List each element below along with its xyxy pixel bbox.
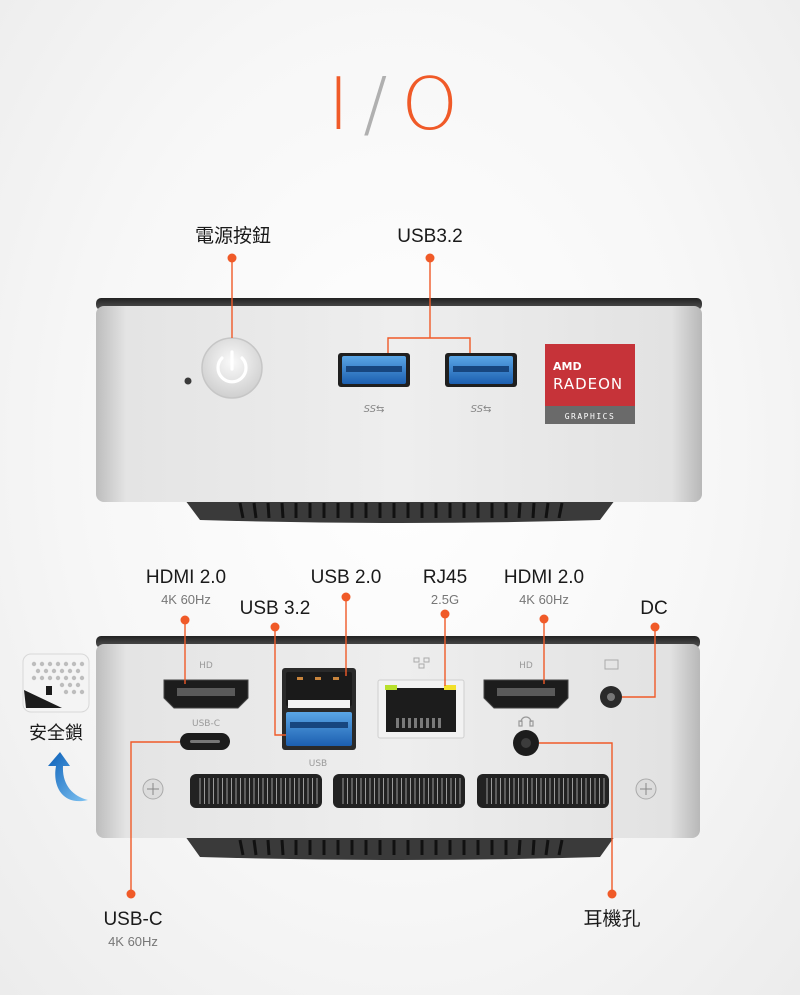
svg-text:AMD: AMD [553, 360, 582, 373]
front-callouts [231, 258, 471, 353]
hdmi2-label: HDMI 2.0 [504, 567, 584, 588]
dc-icon [604, 659, 619, 670]
usb-port-front-2[interactable] [445, 353, 517, 387]
hd-mark-1: HD [199, 661, 213, 671]
hdmi-port-2[interactable] [483, 679, 569, 709]
usbc-label: USB-C [103, 909, 162, 930]
headphone-icon [518, 716, 534, 727]
rj45-label: RJ45 [423, 567, 467, 588]
usbc-mark: USB-C [192, 719, 220, 729]
usb-3-2-port[interactable] [286, 712, 352, 746]
dc-label: DC [640, 598, 667, 619]
screw-left [142, 778, 164, 800]
usbc-spec: 4K 60Hz [108, 934, 158, 949]
rear-vent-right [477, 774, 609, 808]
headphone-label: 耳機孔 [583, 908, 640, 930]
usb32-callout-dot [425, 253, 435, 263]
hd-mark-2: HD [519, 661, 533, 671]
hdmi1-label: HDMI 2.0 [146, 567, 226, 588]
front-bottom-base [185, 500, 615, 523]
front-panel: SS⇆ SS⇆ AMD RADEON GRAPHICS [96, 298, 702, 523]
screw-right [635, 778, 657, 800]
lock-arrow-icon [48, 752, 88, 802]
usb-port-front-1[interactable] [338, 353, 410, 387]
rear-bottom-base [185, 836, 615, 860]
rear-callouts [130, 598, 656, 893]
usb-c-port[interactable] [180, 733, 230, 750]
rj45-port[interactable] [377, 679, 465, 739]
security-lock-label: 安全鎖 [29, 723, 83, 744]
usb-2-0-port[interactable] [286, 672, 352, 708]
hdmi2-spec: 4K 60Hz [519, 592, 569, 607]
rj45-spec: 2.5G [431, 592, 459, 607]
usb32-front-label: USB3.2 [397, 226, 462, 247]
svg-text:GRAPHICS: GRAPHICS [565, 412, 616, 421]
power-icon [216, 350, 248, 384]
usb32-rear-label: USB 3.2 [240, 598, 311, 619]
rear-base-vents [238, 839, 564, 856]
rear-callout-dots [126, 592, 660, 899]
amd-radeon-badge: AMD RADEON GRAPHICS [545, 344, 635, 424]
usb-mark: USB [309, 759, 327, 769]
hdmi1-spec: 4K 60Hz [161, 592, 211, 607]
status-led [184, 377, 192, 385]
front-base-vents [238, 502, 564, 519]
power-callout-dot [227, 253, 237, 263]
rear-vent-middle [333, 774, 465, 808]
page-title: I/O [327, 62, 473, 146]
hdmi-port-1[interactable] [163, 679, 249, 709]
superspeed-mark-1: SS⇆ [364, 404, 385, 415]
rear-vent-left [190, 774, 322, 808]
dc-jack[interactable] [600, 686, 622, 708]
security-lock-thumbnail [22, 653, 90, 713]
superspeed-mark-2: SS⇆ [471, 404, 492, 415]
rear-panel: HD USB-C USB [96, 636, 700, 860]
power-button-label: 電源按鈕 [195, 225, 271, 247]
usb20-label: USB 2.0 [311, 567, 382, 588]
lan-icon [413, 657, 430, 669]
audio-jack[interactable] [513, 730, 539, 756]
svg-text:RADEON: RADEON [553, 375, 623, 393]
